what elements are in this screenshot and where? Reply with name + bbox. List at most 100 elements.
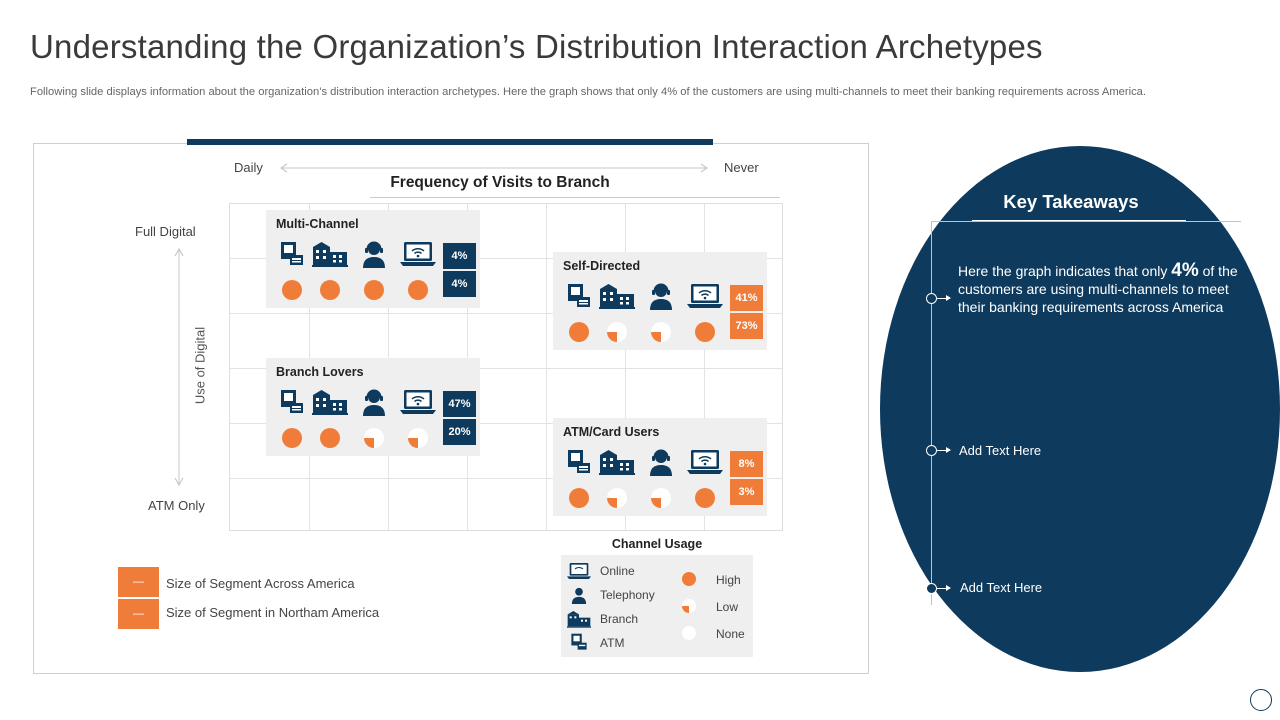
key-takeaways-title: Key Takeaways: [1003, 191, 1139, 212]
usage-dot-high: [400, 278, 436, 302]
usage-dot-low: [356, 426, 392, 450]
telephony-icon: [356, 240, 392, 268]
chart-title: Frequency of Visits to Branch: [390, 174, 610, 191]
badge-northam-america: 4%: [443, 271, 476, 297]
timeline-arrow: [937, 588, 949, 589]
telephony-icon: [356, 388, 392, 416]
usage-label-none: None: [716, 627, 745, 641]
segment-icons: [274, 240, 436, 268]
page-title: Understanding the Organization’s Distrib…: [30, 28, 1043, 65]
legend-label-northam-america: Size of Segment in Northam America: [166, 605, 380, 620]
timeline-line: [931, 221, 932, 605]
usage-label-high: High: [716, 573, 741, 587]
timeline-node: [926, 583, 937, 594]
usage-dot-high: [687, 320, 723, 344]
channel-usage-legend: Online Telephony Branch ATM High Low Non…: [561, 555, 753, 657]
takeaway-point-3: Add Text Here: [960, 580, 1043, 595]
usage-dot-high: [687, 486, 723, 510]
segment-title: Multi-Channel: [276, 217, 359, 231]
segment-panel-self-directed: Self-Directed 41% 73%: [553, 252, 767, 350]
telephony-icon: [567, 586, 591, 604]
badge-across-america: 4%: [443, 243, 476, 269]
segment-icons: [274, 388, 436, 416]
branch-icon: [312, 388, 348, 416]
online-icon: [400, 240, 436, 268]
segment-badges: 8% 3%: [730, 451, 763, 507]
telephony-icon: [643, 448, 679, 476]
atm-icon: [567, 633, 591, 651]
slide-nav-circle[interactable]: [1250, 689, 1272, 711]
usage-dot-high: [312, 426, 348, 450]
badge-across-america: 8%: [730, 451, 763, 477]
timeline-arrow: [937, 298, 949, 299]
online-icon: [567, 562, 591, 580]
segment-usage-dots: [274, 426, 434, 450]
segment-badges: 47% 20%: [443, 391, 476, 447]
x-axis-left-label: Daily: [234, 160, 263, 175]
atm-icon: [561, 448, 597, 476]
page-subtitle: Following slide displays information abo…: [30, 86, 1147, 98]
key-takeaways-rule: [931, 221, 1241, 222]
segment-usage-dots: [561, 320, 721, 344]
segment-panel-multi-channel: Multi-Channel 4% 4%: [266, 210, 480, 308]
segment-title: Self-Directed: [563, 259, 641, 273]
segment-icons: [561, 448, 723, 476]
segment-usage-dots: [274, 278, 434, 302]
usage-dot-low: [643, 320, 679, 344]
telephony-icon: [643, 282, 679, 310]
badge-across-america: 47%: [443, 391, 476, 417]
takeaway-point-1: Here the graph indicates that only 4% of…: [958, 260, 1238, 315]
usage-none-dot: [677, 624, 701, 642]
usage-dot-high: [274, 278, 310, 302]
badge-northam-america: 73%: [730, 313, 763, 339]
timeline-node: [926, 445, 937, 456]
legend-swatch-northam-america: —: [118, 599, 159, 629]
channel-label-branch: Branch: [600, 612, 639, 626]
usage-dot-high: [561, 486, 597, 510]
branch-icon: [312, 240, 348, 268]
segment-icons: [561, 282, 723, 310]
channel-usage-title: Channel Usage: [611, 537, 703, 551]
timeline-node: [926, 293, 937, 304]
y-axis-arrow: [174, 247, 184, 487]
y-axis-bottom-label: ATM Only: [148, 498, 205, 513]
badge-across-america: 41%: [730, 285, 763, 311]
branch-icon: [599, 448, 635, 476]
timeline-arrowhead: [946, 585, 951, 591]
branch-icon: [567, 610, 591, 628]
takeaway-point-2: Add Text Here: [959, 443, 1042, 458]
segment-panel-atm-card-users: ATM/Card Users 8% 3%: [553, 418, 767, 516]
usage-dot-low: [400, 426, 436, 450]
online-icon: [687, 282, 723, 310]
usage-dot-low: [599, 320, 635, 344]
online-icon: [687, 448, 723, 476]
usage-dot-high: [274, 426, 310, 450]
usage-dot-low: [643, 486, 679, 510]
timeline-arrow: [937, 450, 949, 451]
accent-bar: [187, 139, 713, 145]
branch-icon: [599, 282, 635, 310]
timeline-arrowhead: [946, 295, 951, 301]
x-axis-arrow: [279, 163, 709, 173]
atm-icon: [274, 388, 310, 416]
segment-panel-branch-lovers: Branch Lovers 47% 20%: [266, 358, 480, 456]
usage-label-low: Low: [716, 600, 739, 614]
y-axis-top-label: Full Digital: [135, 224, 196, 239]
atm-icon: [561, 282, 597, 310]
chart-title-rule: [370, 197, 780, 198]
legend-label-across-america: Size of Segment Across America: [166, 576, 355, 591]
segment-badges: 41% 73%: [730, 285, 763, 341]
segment-title: ATM/Card Users: [563, 425, 660, 439]
usage-high-dot: [677, 570, 701, 588]
badge-northam-america: 3%: [730, 479, 763, 505]
segment-title: Branch Lovers: [276, 365, 364, 379]
usage-dot-low: [599, 486, 635, 510]
x-axis-right-label: Never: [724, 160, 759, 175]
online-icon: [400, 388, 436, 416]
segment-badges: 4% 4%: [443, 243, 476, 299]
channel-label-atm: ATM: [600, 636, 625, 650]
segment-usage-dots: [561, 486, 721, 510]
usage-dot-high: [561, 320, 597, 344]
usage-dot-high: [312, 278, 348, 302]
atm-icon: [274, 240, 310, 268]
